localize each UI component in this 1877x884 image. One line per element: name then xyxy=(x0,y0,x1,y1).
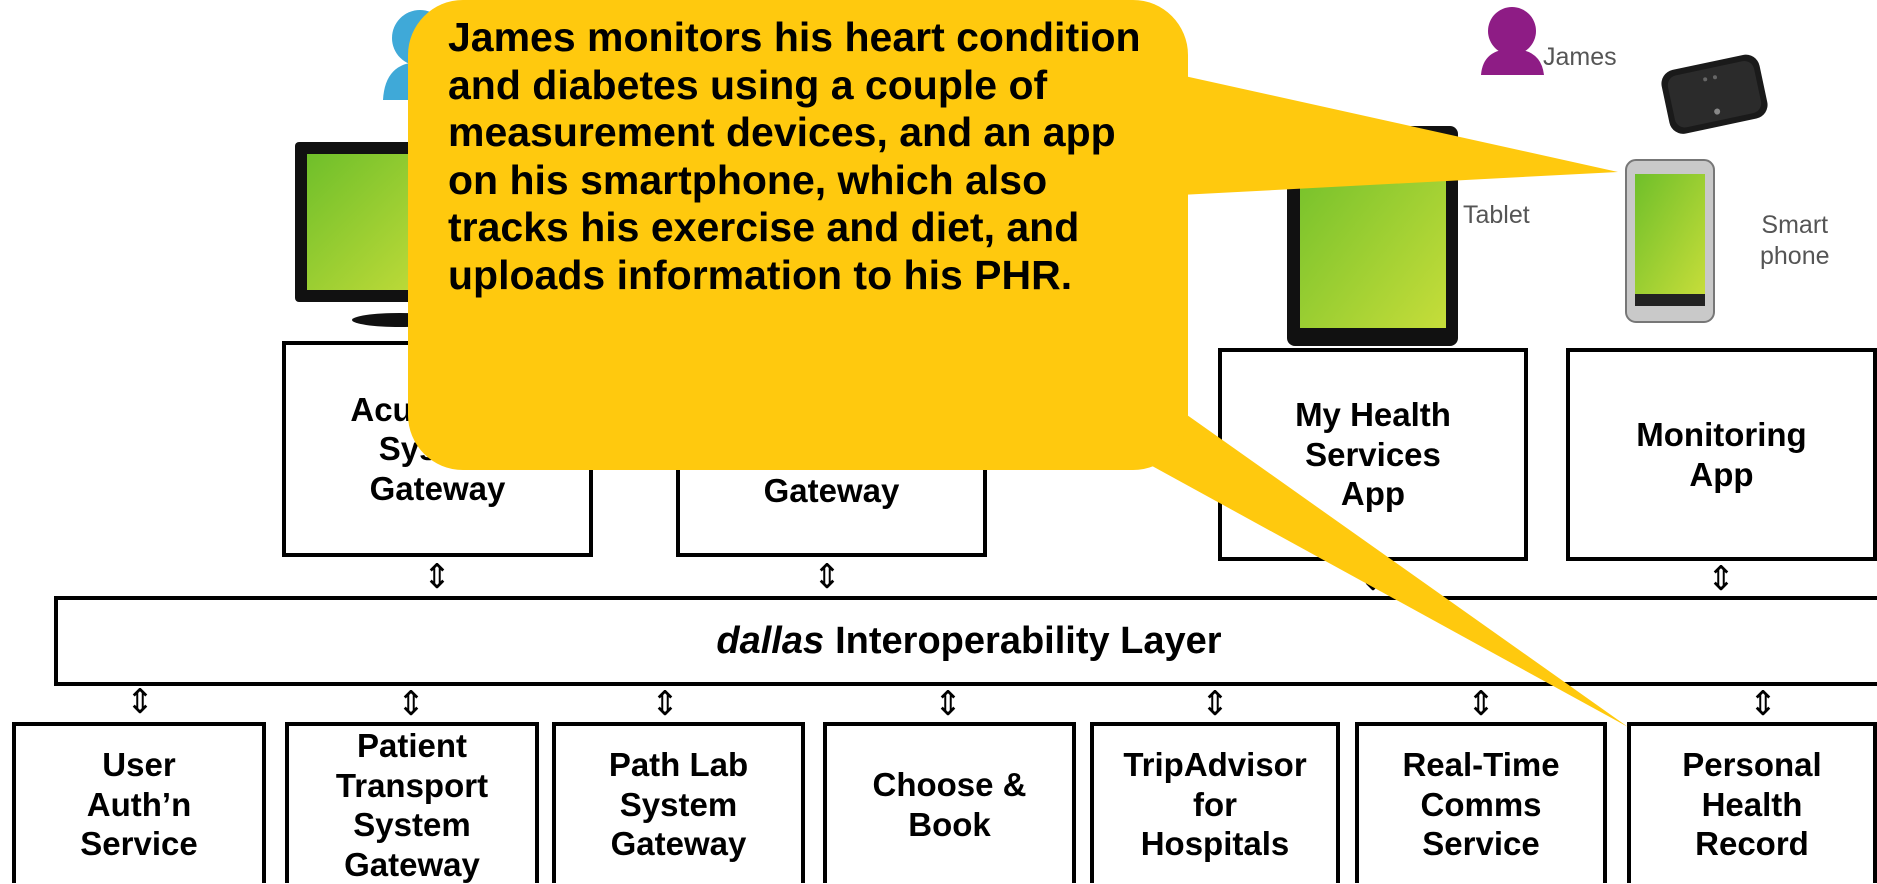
smartphone-icon xyxy=(1625,159,1715,323)
path-lab-system-gateway-box: Path Lab System Gateway xyxy=(552,722,805,883)
smartphone-label: Smart phone xyxy=(1760,211,1830,271)
tablet-label: Tablet xyxy=(1463,201,1530,229)
person-name-label: James xyxy=(1543,43,1617,71)
personal-health-record-box: Personal Health Record xyxy=(1627,722,1877,883)
connector-arrow: ⇕ xyxy=(1200,684,1230,724)
person-icon xyxy=(1481,7,1544,75)
connector-arrow: ⇕ xyxy=(812,557,842,597)
desktop-monitor-icon xyxy=(295,142,448,327)
user-auth-service-box: User Auth’n Service xyxy=(12,722,266,883)
layer-italic-label: dallas xyxy=(716,619,825,662)
connector-arrow: ⇕ xyxy=(933,684,963,724)
mobile-hub-icon xyxy=(1661,54,1768,134)
connector-arrow: ⇕ xyxy=(1466,684,1496,724)
connector-arrow: ⇕ xyxy=(650,684,680,724)
connector-arrow: ⇕ xyxy=(125,682,155,722)
layer-label: Interoperability Layer xyxy=(835,619,1222,662)
connector-arrow: ⇕ xyxy=(422,557,452,597)
connector-arrow: ⇕ xyxy=(1706,559,1736,599)
choose-and-book-box: Choose & Book xyxy=(823,722,1076,883)
callout-text: James monitors his heart condition and d… xyxy=(448,14,1141,298)
connector-arrow: ⇕ xyxy=(1748,684,1778,724)
connector-arrow: ⇕ xyxy=(396,684,426,724)
tripadvisor-for-hospitals-box: TripAdvisor for Hospitals xyxy=(1090,722,1340,883)
interoperability-layer-bar: dallas Interoperability Layer xyxy=(54,596,1877,686)
patient-transport-system-gateway-box: Patient Transport System Gateway xyxy=(285,722,539,883)
monitoring-app-box: Monitoring App xyxy=(1566,348,1877,561)
real-time-comms-service-box: Real-Time Comms Service xyxy=(1355,722,1607,883)
